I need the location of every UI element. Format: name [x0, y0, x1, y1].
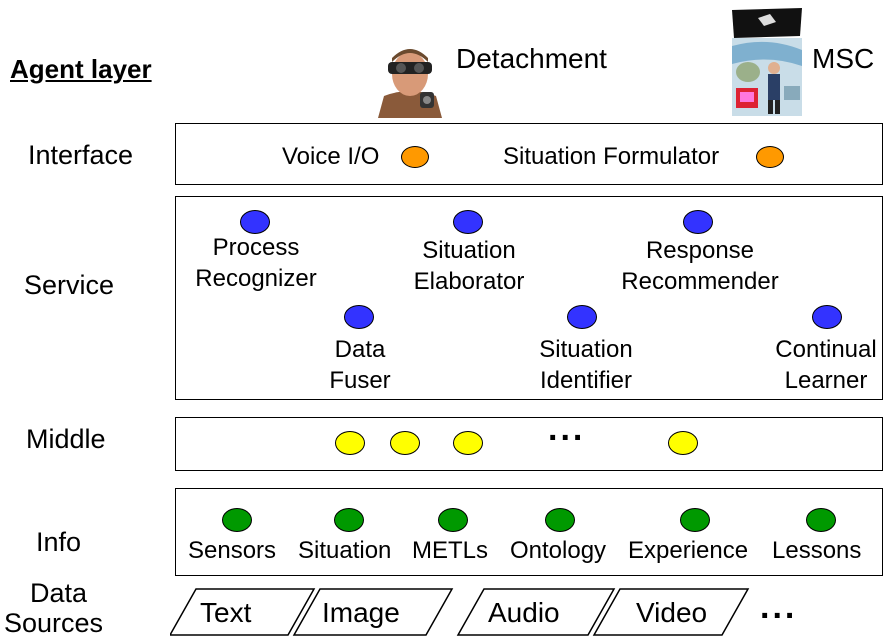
- data-fuser-line2: Fuser: [329, 367, 391, 394]
- situation-elaborator-node: [453, 210, 483, 234]
- situation-elaborator-label: Situation Elaborator: [388, 235, 550, 297]
- voice-io-label: Voice I/O: [282, 143, 380, 170]
- info-layer-box: [175, 488, 883, 576]
- response-recommender-line2: Recommender: [621, 268, 779, 295]
- data-fuser-label: Data Fuser: [305, 334, 415, 396]
- lessons-label: Lessons: [772, 537, 862, 564]
- situation-identifier-line1: Situation: [539, 336, 633, 363]
- video-source-label: Video: [636, 597, 708, 628]
- data-fuser-line1: Data: [334, 336, 386, 363]
- continual-learner-line1: Continual: [775, 336, 877, 363]
- text-source-shape: [170, 588, 316, 636]
- data-sources-shapes: [170, 588, 750, 636]
- situation-elaborator-line1: Situation: [422, 237, 516, 264]
- middle-node-2: [390, 431, 420, 455]
- video-source-shape: [592, 588, 750, 636]
- sensors-label: Sensors: [188, 537, 277, 564]
- metls-label: METLs: [412, 537, 489, 564]
- situation-identifier-line2: Identifier: [539, 367, 633, 394]
- response-recommender-line1: Response: [645, 237, 755, 264]
- middle-ellipsis: ...: [548, 410, 586, 448]
- data-fuser-node: [344, 305, 374, 329]
- middle-node-3: [453, 431, 483, 455]
- audio-source-label: Audio: [488, 597, 560, 628]
- response-recommender-label: Response Recommender: [608, 235, 792, 297]
- ontology-node: [545, 508, 575, 532]
- data-sources-label-line2: Sources: [4, 608, 104, 638]
- situation-node: [334, 508, 364, 532]
- middle-layer-box: [175, 417, 883, 471]
- detachment-soldier-icon: [372, 40, 448, 118]
- interface-layer-label: Interface: [28, 140, 134, 170]
- audio-source-shape: [456, 588, 616, 636]
- sensors-node: [222, 508, 252, 532]
- data-sources-label-line1: Data: [30, 578, 88, 608]
- situation-identifier-node: [567, 305, 597, 329]
- process-recognizer-line2: Recognizer: [195, 265, 317, 292]
- process-recognizer-node: [240, 210, 270, 234]
- detachment-label: Detachment: [456, 43, 607, 74]
- situation-formulator-label: Situation Formulator: [503, 143, 720, 170]
- experience-node: [680, 508, 710, 532]
- service-layer-label: Service: [24, 270, 115, 300]
- image-source-shape: [292, 588, 454, 636]
- info-layer-label: Info: [36, 527, 82, 557]
- msc-label: MSC: [812, 43, 875, 74]
- metls-node: [438, 508, 468, 532]
- ontology-label: Ontology: [510, 537, 607, 564]
- continual-learner-line2: Learner: [784, 367, 868, 394]
- continual-learner-label: Continual Learner: [766, 334, 886, 396]
- data-sources-ellipsis: ...: [760, 588, 798, 626]
- experience-label: Experience: [628, 537, 749, 564]
- process-recognizer-line1: Process: [212, 234, 300, 261]
- middle-node-4: [668, 431, 698, 455]
- middle-node-1: [335, 431, 365, 455]
- diagram-title: Agent layer: [10, 54, 152, 84]
- situation-elaborator-line2: Elaborator: [413, 268, 525, 295]
- response-recommender-node: [683, 210, 713, 234]
- situation-info-label: Situation: [298, 537, 392, 564]
- service-layer-box: [175, 196, 883, 400]
- image-source-label: Image: [322, 597, 400, 628]
- msc-command-center-icon: [728, 6, 806, 118]
- lessons-node: [806, 508, 836, 532]
- text-source-label: Text: [200, 597, 252, 628]
- continual-learner-node: [812, 305, 842, 329]
- middle-layer-label: Middle: [26, 424, 106, 454]
- process-recognizer-label: Process Recognizer: [178, 232, 334, 294]
- situation-identifier-label: Situation Identifier: [510, 334, 662, 396]
- voice-io-node: [401, 146, 429, 168]
- situation-formulator-node: [756, 146, 784, 168]
